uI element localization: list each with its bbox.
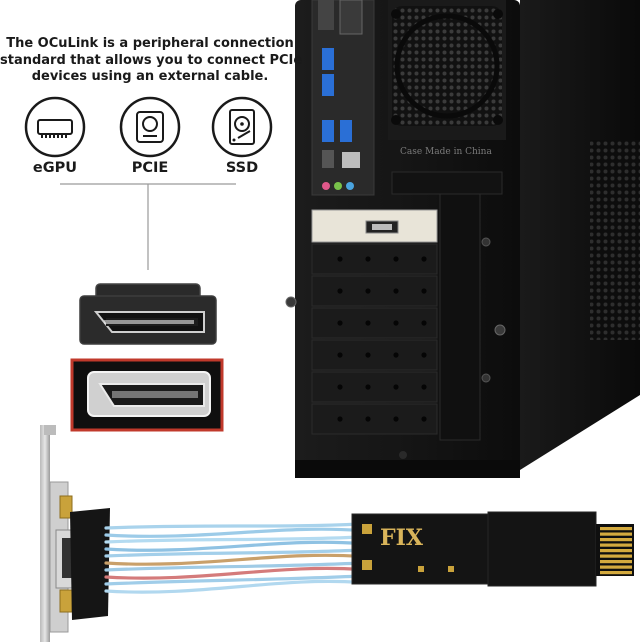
headline-line-1: The OCuLink is a peripheral connection (6, 36, 294, 51)
screw (285, 296, 297, 308)
oculink-port-closeup (79, 283, 217, 345)
egpu-icon (24, 96, 86, 158)
slot-hole (421, 288, 427, 294)
slot-hole (393, 352, 399, 358)
cable-strand (104, 561, 362, 572)
slot-hole (337, 416, 343, 422)
slot-hole (393, 288, 399, 294)
headline-line-2: standard that allows you to connect PCIe (0, 52, 303, 68)
slot-hole (421, 416, 427, 422)
slot-hole (421, 320, 427, 326)
slot-hole (393, 384, 399, 390)
gold-finger-contact (600, 549, 632, 553)
audio-jack (322, 182, 330, 190)
expansion-slot-covers (311, 243, 438, 435)
cable-strand (104, 522, 362, 530)
headline-line-3: devices using an external cable. (31, 69, 269, 84)
screw (494, 324, 506, 336)
cable-strand (104, 553, 362, 566)
gold-finger-contact (600, 527, 632, 531)
pci-bracket (40, 425, 50, 642)
m2-gold-fingers (600, 527, 632, 575)
m2-connector-shroud (487, 511, 597, 587)
cable-strand (104, 540, 362, 552)
slot-hole (365, 288, 371, 294)
slot-hole (337, 256, 343, 262)
audio-jack (334, 182, 342, 190)
case-made-in-china-text: Case Made in China (400, 147, 492, 157)
usb-port (322, 120, 334, 142)
gold-finger-contact (600, 543, 632, 547)
cable-strand (104, 579, 362, 594)
cable-strands (104, 522, 362, 594)
oculink-red-callout (70, 358, 224, 432)
slot-hole (365, 352, 371, 358)
oculink-cable-assembly: FIX (40, 425, 634, 642)
pcie-card-icon (119, 96, 181, 158)
pcb-logo-mark: FIX (380, 525, 424, 551)
ssd-label: SSD (225, 160, 259, 176)
gold-finger-contact (600, 560, 632, 564)
side-vent-mesh (590, 140, 640, 340)
slot-hole (337, 320, 343, 326)
slot-holes (337, 256, 427, 422)
gold-finger-contact (600, 565, 632, 569)
slot-hole (421, 384, 427, 390)
case-side-panel (520, 0, 640, 470)
slot-hole (393, 256, 399, 262)
usb-port (340, 120, 352, 142)
cable-strand (104, 527, 362, 538)
cable-strand (104, 535, 362, 544)
audio-jack (346, 182, 354, 190)
fan-grille (392, 6, 502, 126)
slot-hole (365, 416, 371, 422)
gold-finger-contact (600, 571, 632, 575)
bracket-retention-bar (439, 179, 481, 441)
slot-hole (421, 352, 427, 358)
egpu-label: eGPU (32, 160, 78, 176)
usb-port (322, 74, 334, 96)
hard-drive-icon (211, 96, 273, 158)
usb-port (322, 48, 334, 70)
gold-finger-contact (600, 538, 632, 542)
cable-strand (104, 566, 362, 580)
slot-hole (337, 288, 343, 294)
slot-hole (365, 320, 371, 326)
cable-strand (104, 574, 362, 586)
slot-hole (337, 352, 343, 358)
ethernet-port (342, 152, 360, 168)
slot-hole (365, 256, 371, 262)
pcie-label: PCIE (131, 160, 169, 176)
headline-description: The OCuLink is a peripheral connection s… (0, 36, 303, 86)
slot-hole (365, 384, 371, 390)
gold-finger-contact (600, 554, 632, 558)
slot-hole (421, 256, 427, 262)
slot-hole (337, 384, 343, 390)
gold-finger-contact (600, 532, 632, 536)
cable-strand (104, 548, 362, 558)
slot-hole (393, 320, 399, 326)
vga-port (339, 0, 363, 35)
connector-lines (60, 183, 236, 270)
m2-adapter-board: FIX (351, 511, 634, 587)
usb-port (322, 150, 334, 168)
cable-heatshrink-left (70, 508, 110, 620)
slot-hole (393, 416, 399, 422)
dvi-port (318, 0, 334, 30)
pc-tower-case: Case Made in China (285, 0, 640, 478)
